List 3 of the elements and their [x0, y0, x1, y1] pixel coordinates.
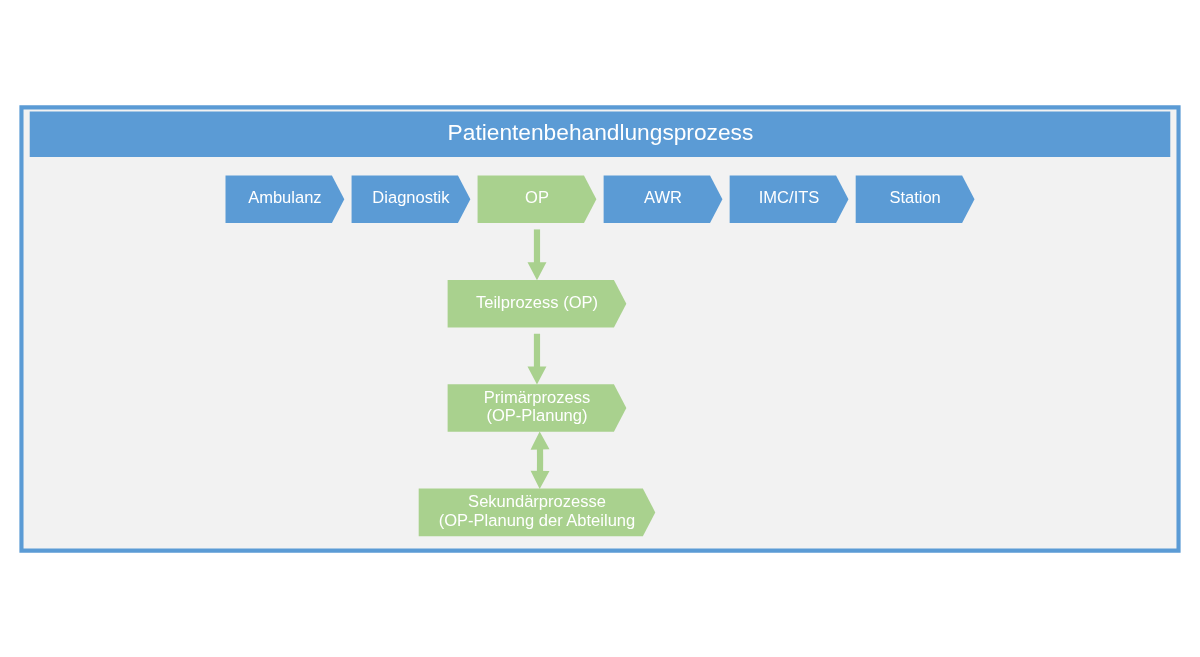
arrow [527, 333, 547, 385]
arrow [527, 228, 547, 280]
arrow [530, 430, 550, 489]
